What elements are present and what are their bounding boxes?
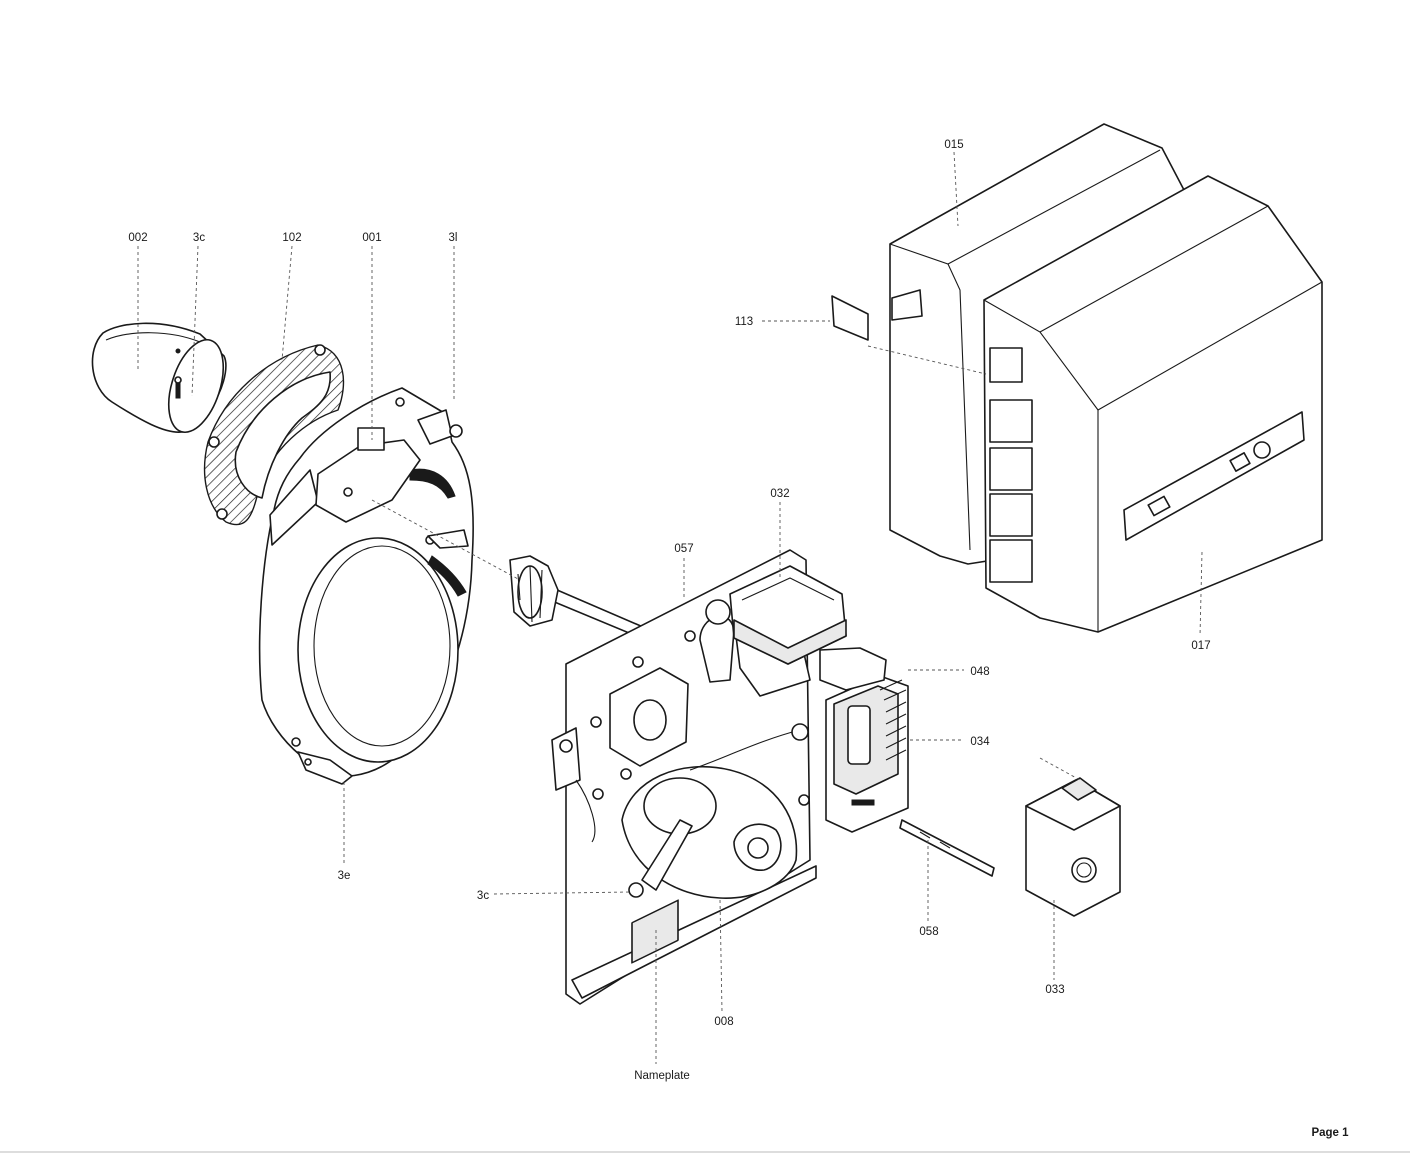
leader-lines xyxy=(137,151,1203,1064)
label-113: 113 xyxy=(735,316,753,328)
terminal-cover-part-033 xyxy=(1025,777,1121,917)
label-001: 001 xyxy=(362,232,381,244)
leader-113b xyxy=(867,345,987,375)
leader-3c-mid xyxy=(493,891,631,895)
label-015: 015 xyxy=(944,139,963,151)
label-008: 008 xyxy=(714,1016,733,1028)
control-box-part-048 xyxy=(819,647,909,833)
main-cover-part-017 xyxy=(983,175,1323,633)
label-3e: 3e xyxy=(338,870,351,882)
callout-labels: 002 3c 102 001 3l 015 113 032 057 017 04… xyxy=(128,139,1210,1082)
leader-3c-top xyxy=(191,245,199,397)
ignition-transformer-part-032 xyxy=(705,565,847,665)
electrode-assembly xyxy=(509,555,651,641)
label-033: 033 xyxy=(1045,984,1064,996)
label-nameplate: Nameplate xyxy=(634,1070,690,1082)
gasket-part-102 xyxy=(203,344,345,526)
leader-008 xyxy=(719,899,723,1013)
label-017: 017 xyxy=(1191,640,1210,652)
label-102: 102 xyxy=(282,232,301,244)
burner-housing-part-001 xyxy=(258,387,474,785)
label-048: 048 xyxy=(970,666,989,678)
leader-102 xyxy=(281,245,293,361)
leader-015 xyxy=(953,151,959,227)
leader-017 xyxy=(1199,551,1203,637)
leader-034b xyxy=(1039,757,1081,781)
leader-hatch-link xyxy=(371,499,521,581)
label-058: 058 xyxy=(919,926,938,938)
label-3c-top: 3c xyxy=(193,232,205,244)
label-002: 002 xyxy=(128,232,147,244)
label-034: 034 xyxy=(970,736,990,748)
page-number: Page 1 xyxy=(1311,1127,1349,1139)
label-057: 057 xyxy=(674,543,693,555)
electrode-rod-part-058 xyxy=(899,819,995,877)
label-plate-part-113 xyxy=(831,295,869,341)
label-032: 032 xyxy=(770,488,789,500)
label-3c-mid: 3c xyxy=(477,890,489,902)
blast-tube-part-002 xyxy=(91,322,227,434)
screw-3c-top xyxy=(174,376,182,399)
label-3l: 3l xyxy=(449,232,458,244)
